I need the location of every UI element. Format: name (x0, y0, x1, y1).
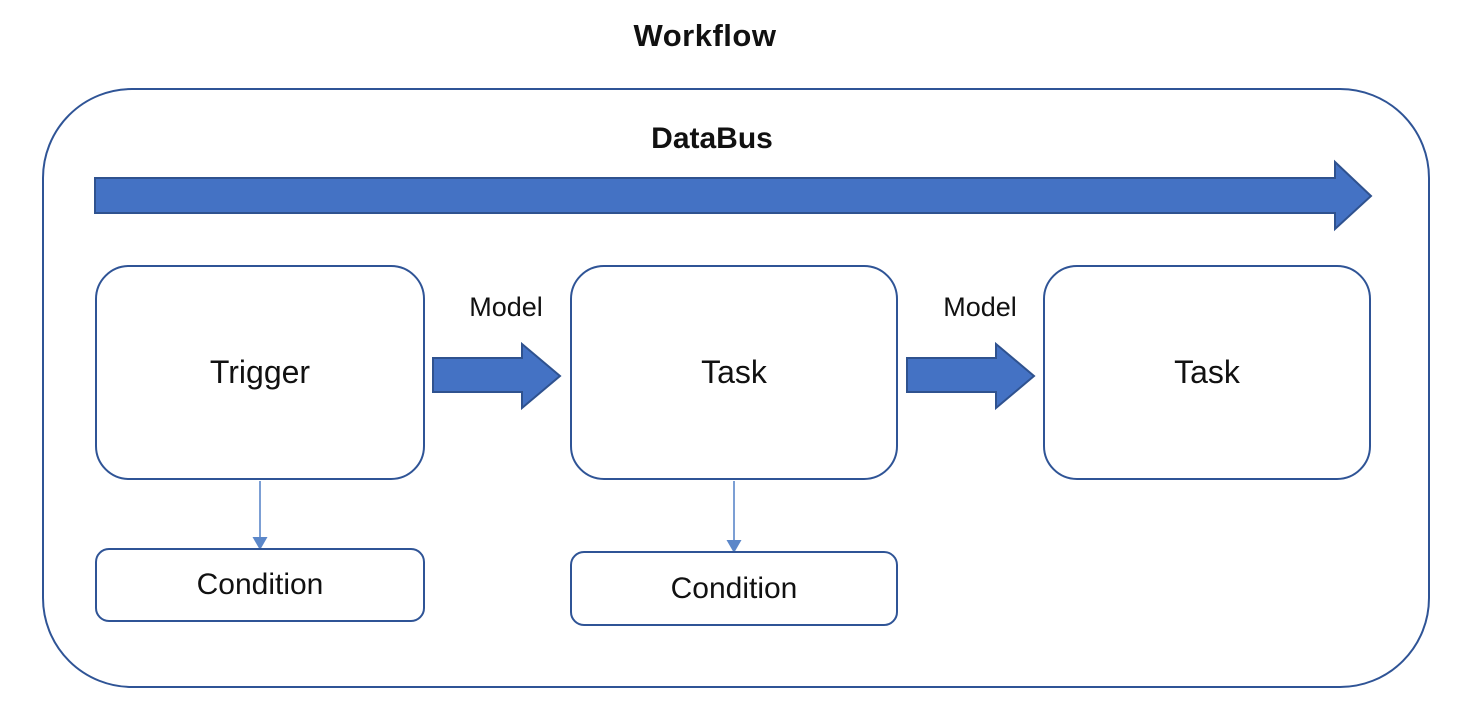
model-arrow-2 (906, 341, 1036, 411)
workflow-container (42, 88, 1430, 688)
model-label-2: Model (943, 292, 1017, 322)
node-task-2: Task (1043, 265, 1371, 480)
diagram-title: Workflow (633, 18, 777, 53)
node-trigger-label: Trigger (209, 354, 311, 390)
condition-box-2: Condition (570, 551, 898, 626)
databus-arrow (94, 159, 1373, 232)
condition-1-label: Condition (196, 568, 324, 601)
node-task-1-label: Task (701, 354, 767, 390)
trigger-condition-connector (252, 481, 268, 550)
model-label-1: Model (469, 292, 543, 322)
node-task-2-label: Task (1174, 354, 1240, 390)
condition-2-label: Condition (670, 571, 798, 605)
model-arrow-1 (432, 341, 562, 411)
condition-box-1: Condition (95, 548, 425, 622)
databus-label: DataBus (651, 122, 773, 155)
node-task-1: Task (570, 265, 898, 480)
node-trigger: Trigger (95, 265, 425, 480)
task-condition-connector (726, 481, 742, 553)
